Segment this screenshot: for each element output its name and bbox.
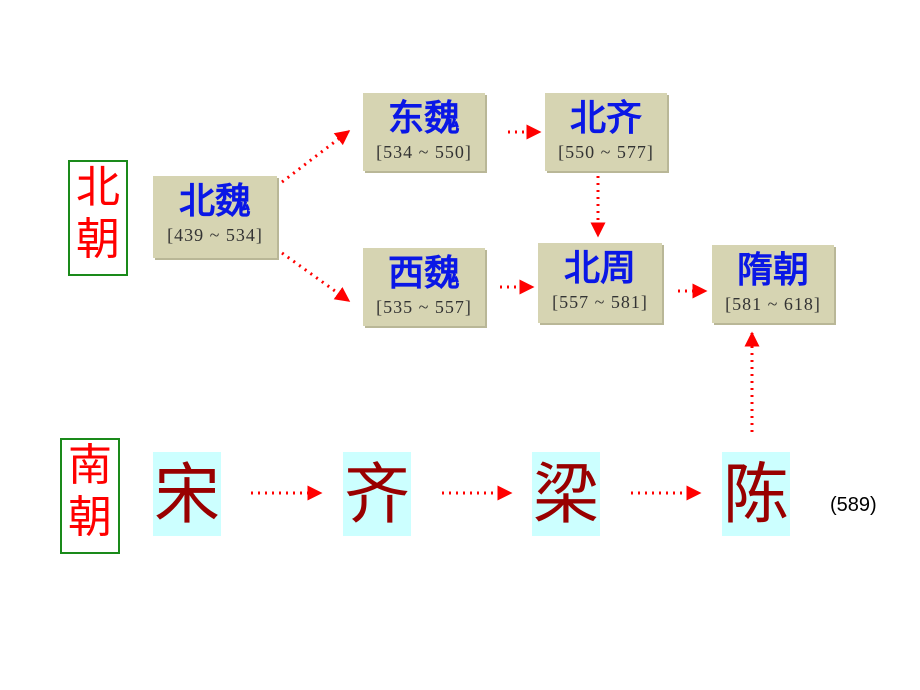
box-xiwei: 西魏 [535 ~ 557] [363, 248, 485, 326]
south-dynasties-label: 南 朝 [60, 438, 120, 554]
dongwei-name: 东魏 [387, 98, 460, 139]
south-label-char-1: 南 [68, 440, 112, 491]
beizhou-years: [557 ~ 581] [552, 292, 648, 312]
box-dongwei: 东魏 [534 ~ 550] [363, 93, 485, 171]
north-label-char-1: 北 [76, 162, 120, 213]
beiqi-years: [550 ~ 577] [558, 142, 654, 162]
box-song: 宋 [153, 452, 221, 536]
arrow-beiwei-xiwei [281, 251, 351, 303]
north-label-char-2: 朝 [76, 214, 120, 265]
dongwei-years: [534 ~ 550] [376, 142, 472, 162]
box-liang: 梁 [532, 452, 600, 536]
beizhou-name: 北周 [563, 248, 636, 289]
box-beiqi: 北齐 [550 ~ 577] [545, 93, 667, 171]
box-sui: 隋朝 [581 ~ 618] [712, 245, 834, 323]
box-beiwei: 北魏 [439 ~ 534] [153, 176, 277, 258]
beiqi-name: 北齐 [569, 98, 642, 139]
beiwei-name: 北魏 [178, 181, 251, 222]
box-qi: 齐 [343, 452, 411, 536]
xiwei-years: [535 ~ 557] [376, 297, 472, 317]
sui-years: [581 ~ 618] [725, 294, 821, 314]
box-chen: 陈 [722, 452, 790, 536]
box-beizhou: 北周 [557 ~ 581] [538, 243, 662, 323]
north-dynasties-label: 北 朝 [68, 160, 128, 276]
beiwei-years: [439 ~ 534] [167, 225, 263, 245]
sui-name: 隋朝 [736, 250, 809, 291]
chen-end-note: (589) [830, 494, 877, 516]
xiwei-name: 西魏 [387, 253, 460, 294]
south-label-char-2: 朝 [68, 492, 112, 543]
arrow-beiwei-dongwei [281, 129, 351, 184]
